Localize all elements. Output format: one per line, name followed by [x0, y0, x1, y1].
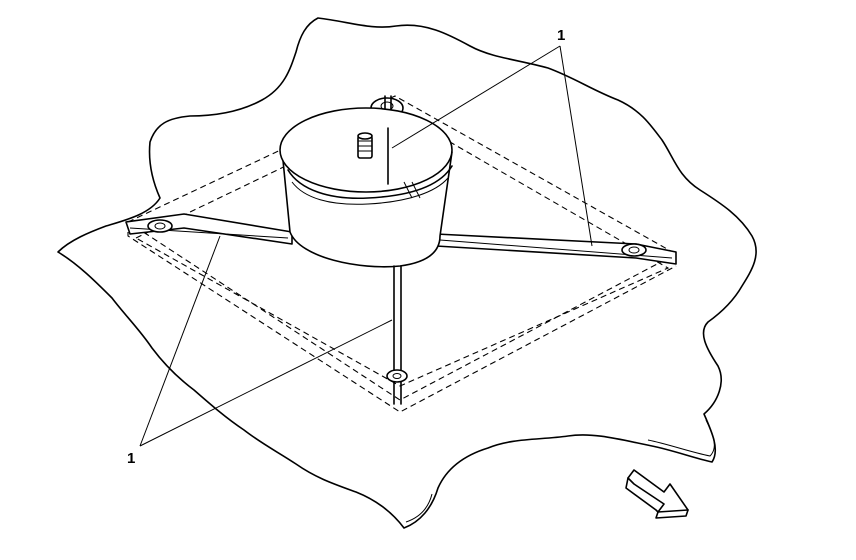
front-support-rod — [386, 265, 408, 405]
callout-leaders — [139, 45, 593, 447]
support-rail-right — [435, 233, 677, 265]
callout-label-top: 1 — [557, 27, 565, 44]
spare-tire-container — [279, 107, 453, 268]
callout-label-bottom: 1 — [127, 450, 135, 467]
support-rail-left — [125, 213, 293, 245]
threaded-stud — [357, 132, 373, 159]
floor-carpet-panel — [57, 17, 757, 529]
forward-arrow-icon — [625, 469, 689, 519]
